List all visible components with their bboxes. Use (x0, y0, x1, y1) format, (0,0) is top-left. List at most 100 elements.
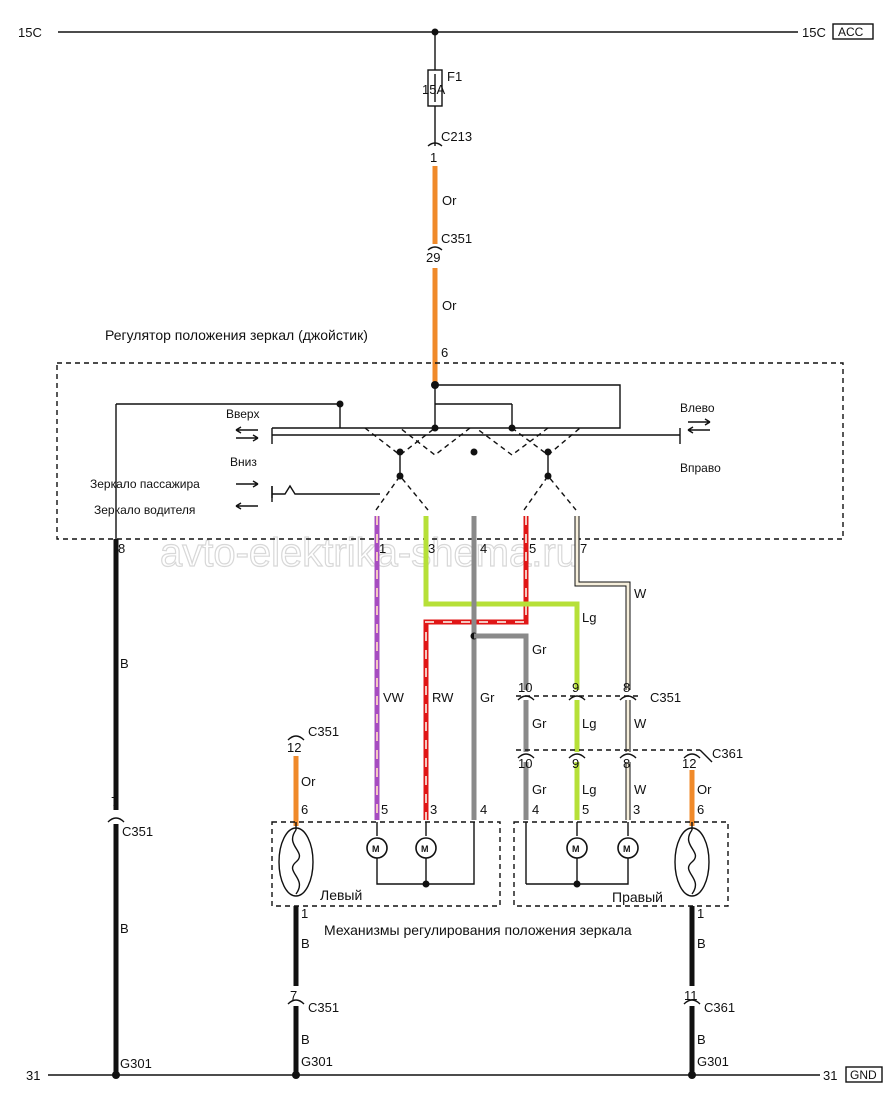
svg-text:4: 4 (532, 802, 539, 817)
svg-text:B: B (120, 921, 129, 936)
svg-text:Lg: Lg (582, 782, 596, 797)
svg-text:VW: VW (383, 690, 405, 705)
connector-c351-left-icon (287, 735, 305, 741)
svg-text:B: B (697, 1032, 706, 1047)
svg-text:10: 10 (518, 756, 532, 771)
svg-text:12: 12 (682, 756, 696, 771)
connector-c351-top-pin: 29 (426, 250, 440, 265)
svg-text:8: 8 (623, 756, 630, 771)
wire-or-left-heater: C351 12 Or (287, 724, 339, 826)
connector-c351-icon (427, 246, 443, 251)
switch-pin-6: 6 (441, 345, 448, 360)
right-mirror-label: Правый (612, 889, 663, 905)
switch-title: Регулятор положения зеркал (джойстик) (105, 327, 368, 343)
svg-text:3: 3 (430, 802, 437, 817)
svg-text:1: 1 (697, 906, 704, 921)
wire-b-left-mirror-ground: 1 B 7 C351 B G301 (287, 906, 339, 1079)
connector-c351-b-icon (107, 817, 125, 823)
rail-label-bottom-left: 31 (26, 1068, 40, 1083)
svg-text:M: M (372, 844, 380, 854)
wire-w: W W W (574, 516, 647, 820)
connector-c351-lower: C351 (308, 1000, 339, 1015)
label-up: Вверх (226, 407, 259, 421)
label-down: Вниз (230, 455, 257, 469)
svg-text:3: 3 (633, 802, 640, 817)
power-rail-top: 15C 15C ACC (18, 23, 874, 40)
svg-text:10: 10 (518, 680, 532, 695)
rail-label-top-left: 15C (18, 25, 42, 40)
connector-c361-mid: C361 (712, 746, 743, 761)
connector-c351-mid: C351 (650, 690, 681, 705)
label-driver-mirror: Зеркало водителя (94, 503, 195, 517)
arrow-up-icon (235, 426, 258, 434)
ground-g301-center: G301 (301, 1054, 333, 1069)
svg-text:3: 3 (428, 541, 435, 556)
svg-text:1: 1 (301, 906, 308, 921)
fuse-name: F1 (447, 69, 462, 84)
connector-c351-lower-icon (287, 999, 305, 1005)
wire-or-right-heater: Or (689, 770, 712, 826)
connector-c361-lower-icon (683, 999, 701, 1005)
ground-g301-left: G301 (120, 1056, 152, 1071)
watermark: avto-elektrika-shema.ru (160, 531, 578, 575)
svg-text:B: B (120, 656, 129, 671)
label-passenger-mirror: Зеркало пассажира (90, 477, 200, 491)
wire-lg: Lg Lg Lg (423, 516, 596, 820)
svg-text:Gr: Gr (532, 782, 547, 797)
connector-c351-top: C351 (441, 231, 472, 246)
svg-text:8: 8 (118, 541, 125, 556)
svg-text:5: 5 (381, 802, 388, 817)
connector-c351-b: C351 (122, 824, 153, 839)
svg-text:4: 4 (480, 541, 487, 556)
switch-labels: Вверх Вниз Влево Вправо Зеркало пассажир… (90, 401, 721, 517)
connector-c351-left-top: C351 (308, 724, 339, 739)
svg-text:7: 7 (290, 988, 297, 1003)
connector-row-c361: 10 9 8 12 C361 (516, 746, 743, 771)
svg-text:Gr: Gr (532, 642, 547, 657)
svg-text:W: W (634, 716, 647, 731)
label-left: Влево (680, 401, 715, 415)
svg-text:5: 5 (529, 541, 536, 556)
rail-label-bottom-right: 31 (823, 1068, 837, 1083)
svg-text:9: 9 (572, 756, 579, 771)
svg-text:Or: Or (697, 782, 712, 797)
svg-text:12: 12 (287, 740, 301, 755)
svg-text:M: M (623, 844, 631, 854)
wire-b-right-mirror-ground: 1 B 11 C361 B G301 (683, 906, 735, 1079)
svg-text:1: 1 (379, 541, 386, 556)
wire-vw: VW (374, 516, 405, 820)
svg-text:W: W (634, 586, 647, 601)
svg-text:Or: Or (442, 193, 457, 208)
svg-text:6: 6 (697, 802, 704, 817)
svg-text:6: 6 (301, 802, 308, 817)
gnd-badge: GND (850, 1068, 877, 1082)
arrow-right-icon (687, 426, 710, 434)
rail-label-top-right: 15C (802, 25, 826, 40)
svg-text:Or: Or (301, 774, 316, 789)
ground-g301-right: G301 (697, 1054, 729, 1069)
connector-c213-icon (427, 142, 443, 147)
svg-text:7: 7 (580, 541, 587, 556)
ground-rail-bottom: 31 31 GND (26, 1066, 883, 1083)
switch-mechanism (115, 381, 681, 539)
arrow-driver-icon (235, 502, 258, 510)
svg-text:Lg: Lg (582, 610, 596, 625)
switch-pins: 8 1 3 4 5 7 (118, 541, 587, 556)
svg-text:RW: RW (432, 690, 454, 705)
connector-c213-pin: 1 (430, 150, 437, 165)
svg-text:B: B (697, 936, 706, 951)
svg-text:W: W (634, 782, 647, 797)
svg-text:7: 7 (111, 794, 118, 809)
svg-text:5: 5 (582, 802, 589, 817)
svg-text:M: M (421, 844, 429, 854)
label-right: Вправо (680, 461, 721, 475)
svg-text:11: 11 (684, 988, 698, 1003)
feed-line: F1 15A C213 1 (422, 28, 472, 165)
svg-text:M: M (572, 844, 580, 854)
arrow-left-icon (688, 418, 711, 426)
wire-or-feed: Or C351 29 Or 6 (426, 166, 472, 385)
svg-text:4: 4 (480, 802, 487, 817)
svg-text:Gr: Gr (480, 690, 495, 705)
right-mirror-assembly: 4 5 3 6 M M Правый (513, 802, 729, 907)
